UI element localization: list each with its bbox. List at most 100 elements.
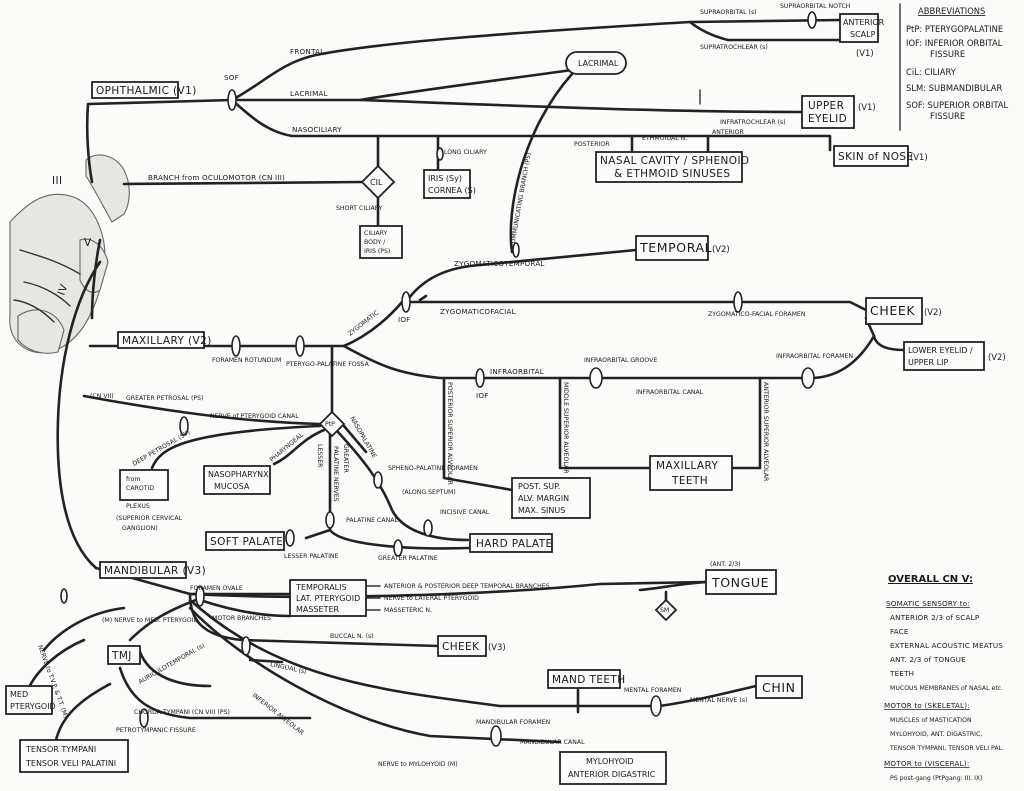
- cil-label: CIL: [370, 178, 383, 187]
- sphenopalatine-label: SPHENO-PALATINE FORAMEN: [388, 465, 478, 472]
- carotid-label-3: PLEXUS: [126, 503, 150, 510]
- temporalis-label-1: TEMPORALIS: [295, 583, 347, 592]
- anterior-ethmoid-label: ANTERIOR: [712, 129, 745, 136]
- med-pterygoid-nerve-label: (M) NERVE to MED. PTERYGOID: [102, 617, 198, 624]
- iris-label-1: IRIS (Sy): [428, 174, 462, 183]
- nerve-mylohyoid-label: NERVE to MYLOHYOID (M): [378, 761, 458, 768]
- ethmoidal-label: ETHMOIDAL N.: [642, 135, 687, 142]
- tmj-label: TMJ: [111, 650, 132, 662]
- lower-eyelid-label-1: LOWER EYELID /: [908, 346, 973, 355]
- zygomaticotemporal-label: ZYGOMATICOTEMPORAL: [454, 259, 545, 268]
- mand-teeth-label: MAND TEETH: [552, 674, 626, 686]
- tensor-label-2: TENSOR VELI PALATINI: [25, 759, 116, 768]
- lacrimal-nerve-label: LACRIMAL: [290, 89, 328, 98]
- motor-item-1: MYLOHYOID, ANT. DIGASTRIC,: [890, 731, 982, 738]
- nasal-cavity-label-2: & ETHMOID SINUSES: [614, 168, 730, 180]
- supratrochlear-label: SUPRATROCHLEAR (s): [700, 44, 768, 51]
- carotid-label-1: from: [126, 476, 140, 483]
- inferior-alveolar-label: INFERIOR ALVEOLAR: [251, 692, 306, 737]
- v2-tag-lip: (V2): [988, 352, 1006, 362]
- abbr-item-0: PtP: PTERYGOPALATINE: [906, 24, 1003, 34]
- post-sup-label-1: POST. SUP.: [518, 482, 560, 491]
- nasopharynx-label-1: NASOPHARYNX: [208, 470, 269, 479]
- post-sup-label-3: MAX. SINUS: [518, 506, 565, 515]
- mylohyoid-label-1: MYLOHYOID: [586, 757, 634, 766]
- along-septum-label: (ALONG SEPTUM): [402, 489, 456, 496]
- mandibular-canal-label: MANDIBULAR CANAL: [520, 739, 585, 746]
- nasociliary-label: NASOCILIARY: [292, 125, 342, 134]
- short-ciliary-label: SHORT CILIARY: [336, 205, 383, 212]
- post-sup-label-2: ALV. MARGIN: [518, 494, 569, 503]
- med-pterygoid-label-1: MED: [10, 690, 28, 699]
- mandibular-label: MANDIBULAR (V3): [104, 565, 206, 577]
- visceral-title: MOTOR to (VISCERAL):: [884, 759, 970, 768]
- somatic-item-1: FACE: [890, 627, 909, 636]
- nerve-paths: [26, 18, 906, 744]
- iris-label-2: CORNEA (S): [428, 186, 476, 195]
- ant-23-label: (ANT. 2/3): [710, 561, 741, 568]
- posterior-superior-alveolar-label: POSTERIOR SUPERIOR ALVEOLAR: [446, 382, 453, 486]
- foramen-rotundum-label: FORAMEN ROTUNDUM: [212, 357, 281, 364]
- somatic-item-4: TEETH: [889, 669, 914, 678]
- branch-oculomotor-label: BRANCH from OCULOMOTOR (CN III): [148, 173, 285, 182]
- mental-nerve-label: MENTAL NERVE (s): [690, 697, 747, 704]
- maxillary-teeth-label-1: MAXILLARY: [656, 460, 718, 472]
- chin-label: CHIN: [762, 680, 796, 695]
- lacrimal-box-label: LACRIMAL: [578, 59, 619, 68]
- somatic-item-2: EXTERNAL ACOUSTIC MEATUS: [890, 641, 1003, 650]
- sm-label: SM: [660, 607, 669, 614]
- long-ciliary-label: LONG CILIARY: [444, 149, 487, 156]
- somatic-title: SOMATIC SENSORY to:: [886, 599, 970, 608]
- ciliary-body-label-1: CILIARY: [364, 230, 388, 237]
- cheek-v2-label: CHEEK: [870, 303, 915, 318]
- lesser-palatine-label: LESSER PALATINE: [284, 553, 339, 560]
- v3-tag-cheek: (V3): [488, 642, 506, 652]
- cheek-v3-label: CHEEK: [442, 641, 480, 653]
- v1-tag-eyelid: (V1): [858, 102, 876, 112]
- pterygopalatine-fossa-label: PTERYGO-PALATINE FOSSA: [286, 361, 370, 368]
- ophthalmic-label: OPHTHALMIC (V1): [96, 85, 197, 97]
- masseteric-label: MASSETERIC N.: [384, 607, 432, 614]
- mental-foramen-label: MENTAL FORAMEN: [624, 687, 682, 694]
- abbreviations-panel: ABBREVIATIONS PtP: PTERYGOPALATINE IOF: …: [899, 3, 1009, 131]
- deep-petrosal-label: DEEP PETROSAL (SY): [132, 429, 192, 468]
- motor-item-0: MUSCLES of MASTICATION: [890, 717, 972, 724]
- incisive-canal-label: INCISIVE CANAL: [440, 509, 490, 516]
- ciliary-body-label-2: BODY /: [364, 239, 386, 246]
- ptp-label: PtP: [325, 421, 335, 428]
- overall-panel: OVERALL CN V: SOMATIC SENSORY to: ANTERI…: [884, 574, 1004, 782]
- mylohyoid-label-2: ANTERIOR DIGASTRIC: [568, 770, 656, 779]
- palatine-canal-label: PALATINE CANAL: [346, 517, 398, 524]
- deep-temporal-label: ANTERIOR & POSTERIOR DEEP TEMPORAL BRANC…: [384, 583, 550, 590]
- nerve-lateral-pterygoid-label: NERVE to LATERAL PTERYGOID: [384, 595, 479, 602]
- iof-label-b: IOF: [476, 391, 489, 400]
- anterior-scalp-label-2: SCALP: [850, 30, 876, 39]
- hard-palate-label: HARD PALATE: [476, 538, 553, 550]
- greater-palatine-label: GREATER PALATINE: [378, 555, 438, 562]
- supraorbital-notch-label: SUPRAORBITAL NOTCH: [780, 3, 851, 10]
- maxillary-label: MAXILLARY (V2): [122, 335, 212, 347]
- abbreviations-title: ABBREVIATIONS: [918, 6, 985, 16]
- abbr-item-3: CiL: CILIARY: [906, 67, 957, 77]
- med-pterygoid-label-2: PTERYGOID: [10, 702, 56, 711]
- infraorbital-foramen-label: INFRAORBITAL FORAMEN: [776, 353, 853, 360]
- carotid-label-4: (SUPERIOR CERVICAL: [116, 515, 183, 522]
- cn7-label: (CN VII): [90, 393, 114, 400]
- cn5-label: V: [84, 237, 92, 249]
- visceral-item-0: PS post-gang (PtPgang: III, IX): [890, 775, 983, 782]
- abbr-item-5: SOF: SUPERIOR ORBITAL: [906, 100, 1009, 110]
- mandibular-foramen-label: MANDIBULAR FORAMEN: [476, 719, 551, 726]
- nasopharynx-label-2: MUCOSA: [214, 482, 250, 491]
- motor-title: MOTOR to (SKELETAL):: [884, 701, 970, 710]
- abbr-item-2: FISSURE: [930, 49, 965, 59]
- maxillary-teeth-label-2: TEETH: [671, 475, 708, 487]
- nasal-cavity-label-1: NASAL CAVITY / SPHENOID: [600, 155, 749, 167]
- lower-eyelid-label-2: UPPER LIP: [908, 358, 948, 367]
- abbr-item-1: IOF: INFERIOR ORBITAL: [906, 38, 1003, 48]
- motor-branches-label: MOTOR BRANCHES: [212, 615, 271, 622]
- greater-petrosal-label: GREATER PETROSAL (PS): [126, 395, 203, 402]
- infraorbital-canal-label: INFRAORBITAL CANAL: [636, 389, 704, 396]
- cn3-label: III: [52, 175, 63, 187]
- somatic-item-3: ANT. 2/3 of TONGUE: [890, 655, 966, 664]
